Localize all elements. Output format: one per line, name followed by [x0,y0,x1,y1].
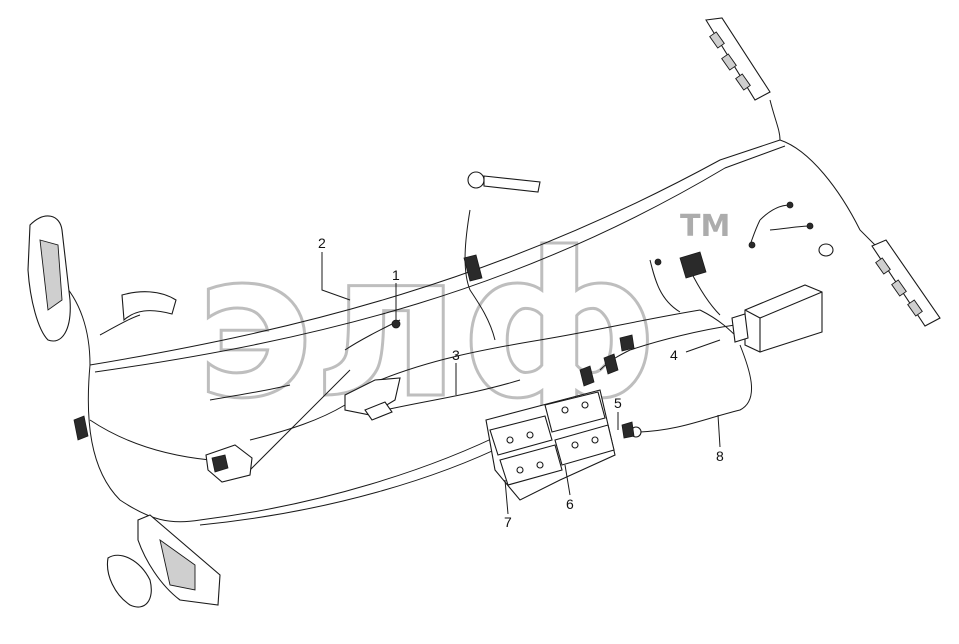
relay-block [205,444,253,483]
battery-pack [485,389,616,501]
callout-8: 8 [716,448,724,464]
harness-wires [59,99,881,526]
mass-switch [621,421,642,439]
components [27,17,941,608]
headlamp-left [27,215,71,342]
callout-7: 7 [504,514,512,530]
connectors-small [579,201,814,387]
sensor-item-1 [391,319,401,329]
leader-lines [321,252,721,515]
callout-2: 2 [318,235,326,251]
watermark: элф TM [194,209,731,445]
bracket-center [344,377,401,421]
lamp-right [871,239,941,327]
callout-4: 4 [670,347,678,363]
control-box [731,284,823,353]
callout-1: 1 [392,267,400,283]
column-switch [467,171,541,193]
cap-right [818,243,834,257]
callouts: 1 2 3 4 5 6 7 8 [318,235,724,530]
connector-left [73,415,89,441]
callout-5: 5 [614,395,622,411]
watermark-trademark: TM [680,209,730,244]
callout-3: 3 [452,347,460,363]
lamp-top-right [705,17,771,101]
callout-6: 6 [566,496,574,512]
connector-center [463,254,483,282]
headlamp-bottom-left [106,514,221,608]
horn [121,291,177,322]
